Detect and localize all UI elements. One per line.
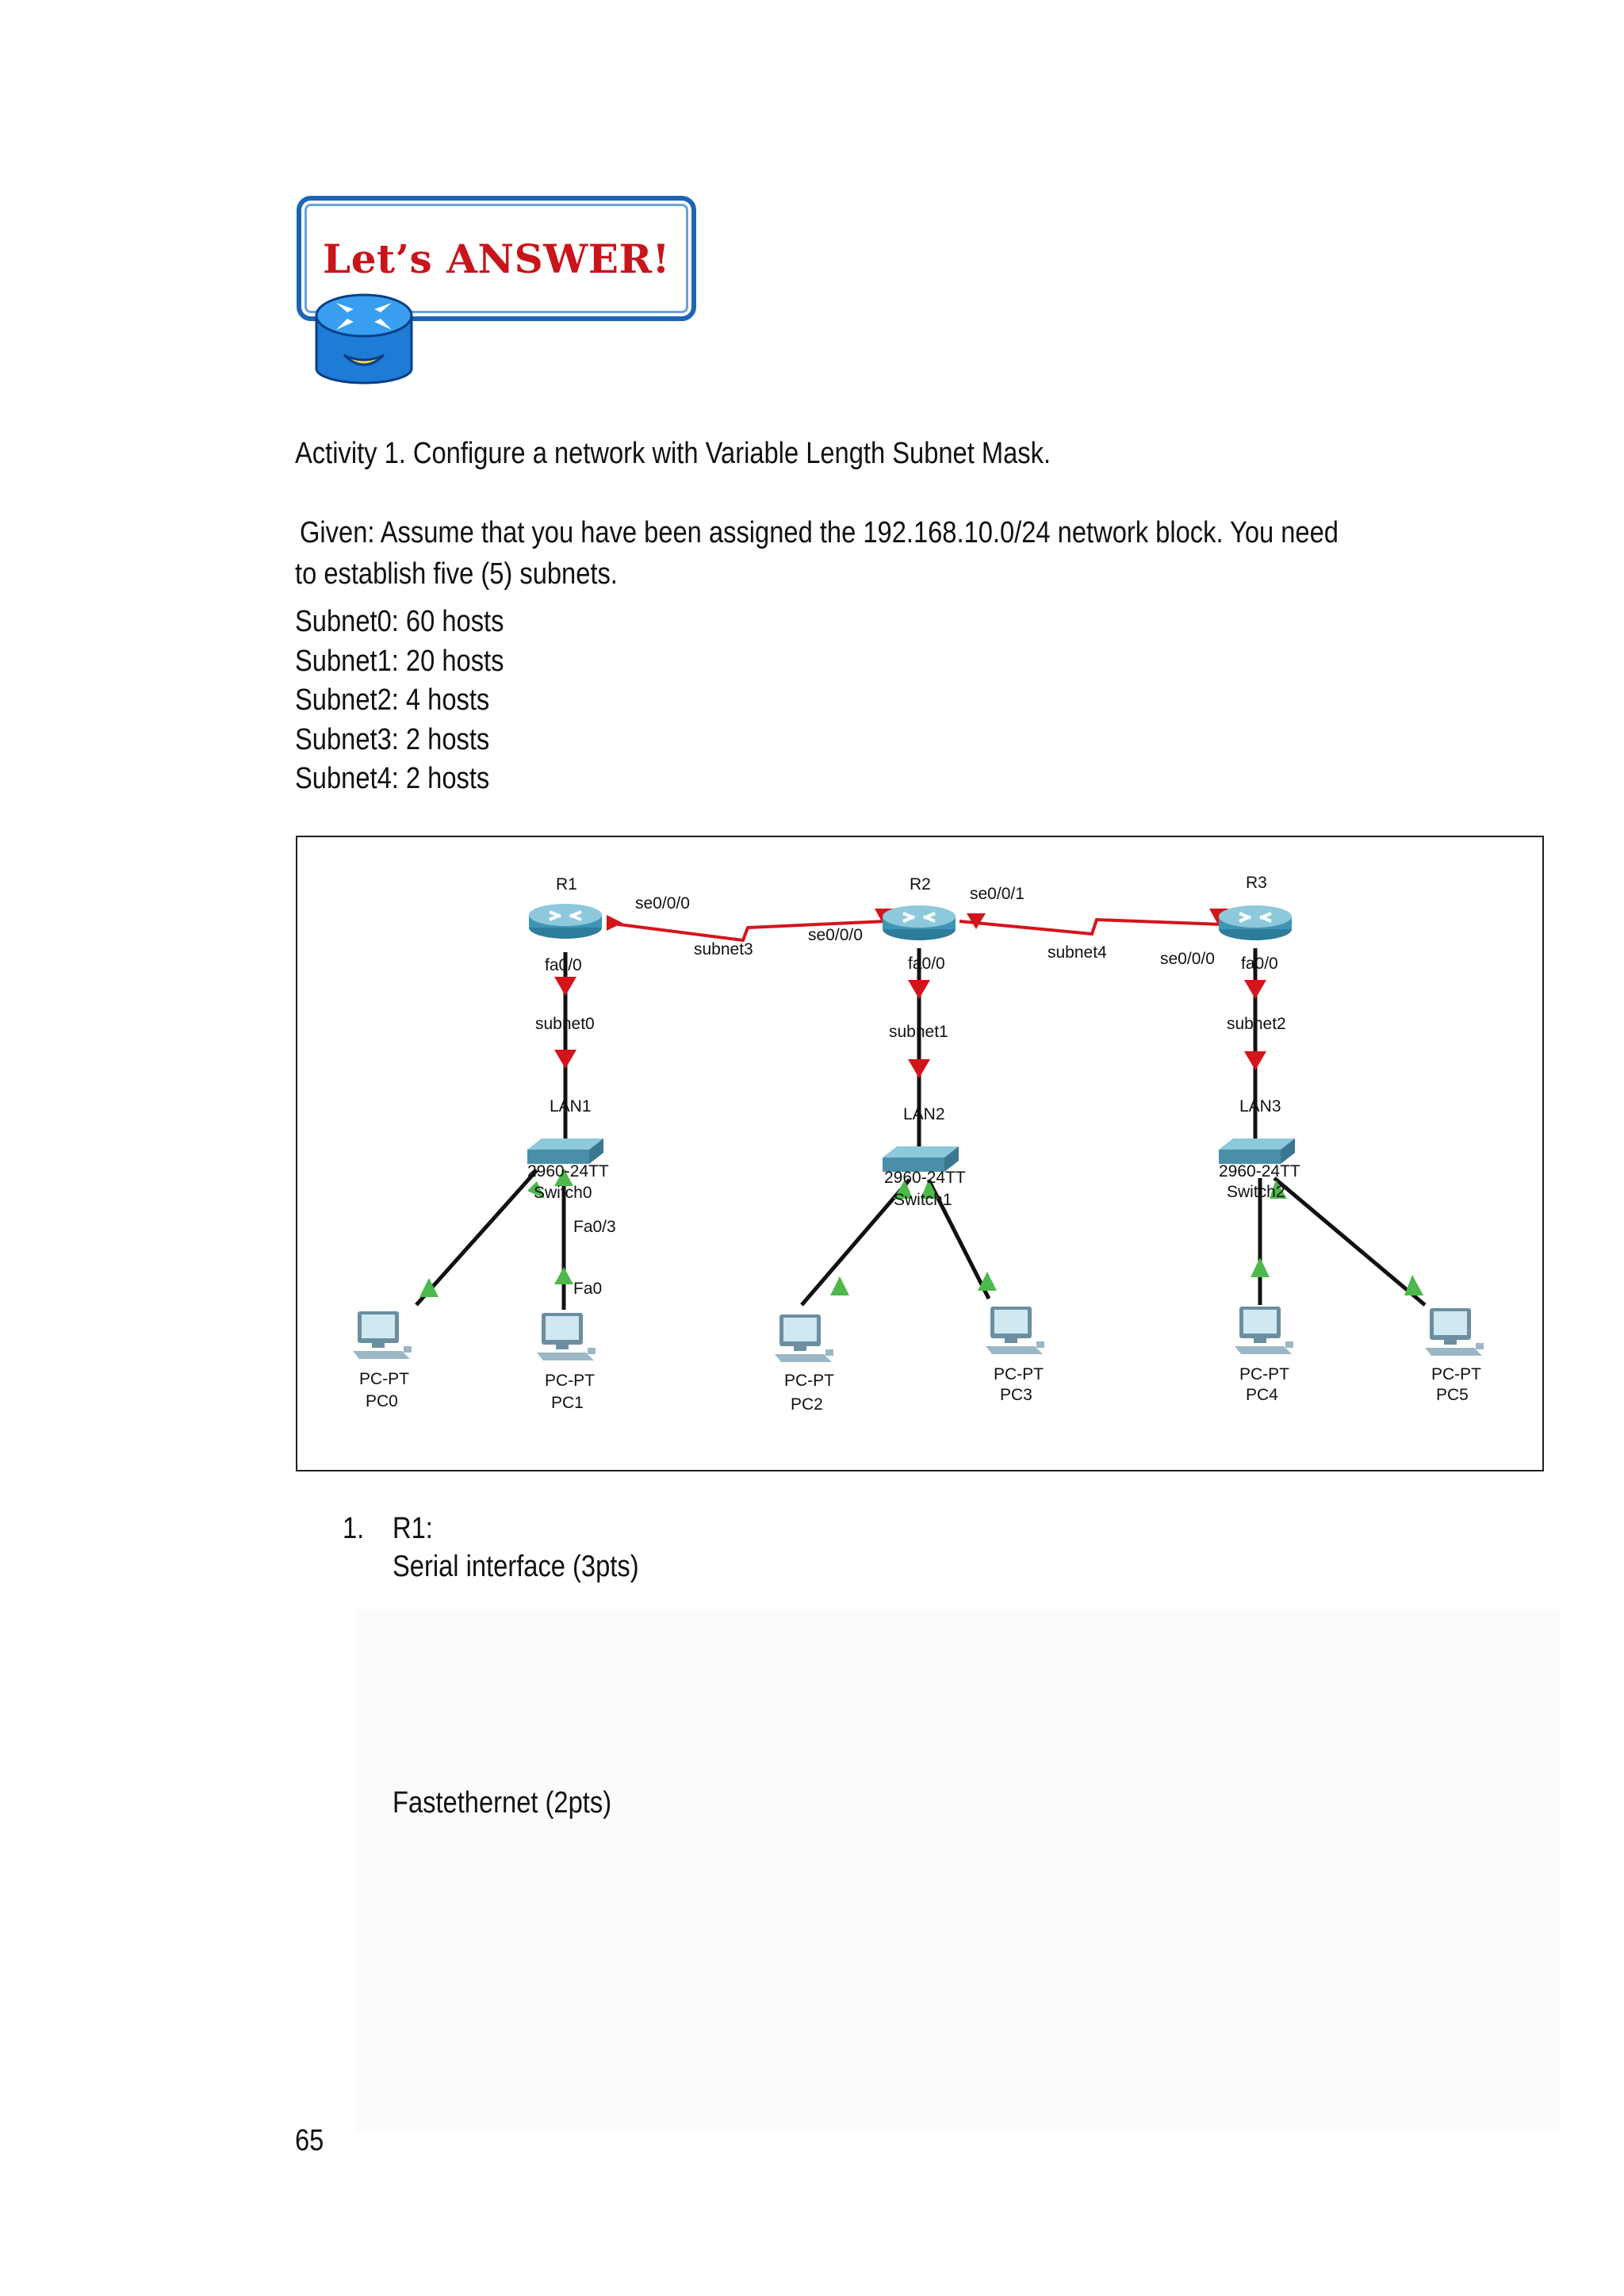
serial-link-r2-r3 xyxy=(959,917,1223,936)
pc-type-label: PC-PT xyxy=(1239,1365,1289,1383)
answer-space[interactable] xyxy=(355,1609,1561,2133)
pc-name-label: PC2 xyxy=(791,1395,823,1414)
pc-name-label: PC4 xyxy=(1246,1386,1278,1404)
pc-type-label: PC-PT xyxy=(1431,1365,1481,1383)
given-line-2: to establish five (5) subnets. xyxy=(295,557,618,591)
fa-label: fa0/0 xyxy=(908,955,945,973)
lan-subnet-label: subnet1 xyxy=(889,1023,948,1041)
question-fastethernet: Fastethernet (2pts) xyxy=(393,1786,612,1820)
topology-svg: R1 R2 R3 se0/0/0 se0/0/0 se0/0/1 se0/0/0… xyxy=(353,874,1484,1414)
subnet-item: Subnet3: 2 hosts xyxy=(295,722,490,756)
pc-name-label: PC3 xyxy=(1000,1386,1032,1404)
lan-subnet-label: subnet2 xyxy=(1227,1015,1286,1033)
port-label: Fa0/3 xyxy=(573,1218,616,1236)
subnet-item: Subnet1: 20 hosts xyxy=(295,644,504,678)
question-serial-interface: Serial interface (3pts) xyxy=(393,1550,639,1583)
question-number: 1. xyxy=(343,1512,365,1545)
port-label: Fa0 xyxy=(573,1280,602,1298)
pc-name-label: PC5 xyxy=(1436,1386,1469,1404)
switch-model-label: 2960-24TT xyxy=(1219,1162,1300,1181)
pc-type-label: PC-PT xyxy=(784,1372,834,1390)
serial-label: se0/0/0 xyxy=(808,926,863,944)
subnet-item: Subnet2: 4 hosts xyxy=(295,683,490,717)
serial-label: se0/0/0 xyxy=(1160,950,1215,968)
pc-type-label: PC-PT xyxy=(545,1372,595,1390)
lan-subnet-label: subnet0 xyxy=(535,1015,595,1033)
router-label: R2 xyxy=(910,875,931,894)
question-router: R1: xyxy=(393,1512,433,1545)
subnet-item: Subnet0: 60 hosts xyxy=(295,605,504,638)
pc-type-label: PC-PT xyxy=(994,1365,1044,1383)
subnet-item: Subnet4: 2 hosts xyxy=(295,762,490,795)
fa-label: fa0/0 xyxy=(545,956,582,974)
lan-label: LAN2 xyxy=(903,1105,945,1123)
serial-link-r1-r2 xyxy=(606,920,887,943)
pc5-icon xyxy=(1425,1308,1484,1356)
subnet-requirements-list: Subnet0: 60 hosts Subnet1: 20 hosts Subn… xyxy=(295,603,538,799)
switch2-icon xyxy=(1219,1138,1295,1164)
router-r3-icon xyxy=(1217,904,1293,942)
pc-name-label: PC1 xyxy=(551,1394,584,1412)
serial-label: se0/0/0 xyxy=(635,894,690,913)
fa-label: fa0/0 xyxy=(1241,955,1278,973)
given-line-1: Given: Assume that you have been assigne… xyxy=(300,516,1339,549)
switch-model-label: 2960-24TT xyxy=(527,1162,609,1181)
router-r2-icon xyxy=(881,904,957,942)
lan-label: LAN3 xyxy=(1239,1097,1281,1115)
switch-name-label: Switch1 xyxy=(894,1191,952,1209)
pc1-icon xyxy=(537,1313,596,1360)
switch-name-label: Switch0 xyxy=(534,1184,592,1202)
page-number: 65 xyxy=(295,2124,324,2157)
pc-type-label: PC-PT xyxy=(359,1370,409,1388)
router-label: R1 xyxy=(556,875,577,894)
pc0-icon xyxy=(353,1311,412,1359)
pc3-icon xyxy=(986,1307,1044,1354)
router-r1-icon xyxy=(527,902,603,940)
switch0-icon xyxy=(527,1138,603,1164)
network-topology-diagram: R1 R2 R3 se0/0/0 se0/0/0 se0/0/1 se0/0/0… xyxy=(296,836,1544,1471)
activity-title: Activity 1. Configure a network with Var… xyxy=(295,437,1051,470)
lan-label: LAN1 xyxy=(550,1097,592,1115)
serial-label: se0/0/1 xyxy=(970,885,1025,903)
banner-title: Let’s ANSWER! xyxy=(323,235,670,282)
pc4-icon xyxy=(1235,1307,1293,1354)
pc2-icon xyxy=(775,1314,833,1362)
router-label: R3 xyxy=(1246,874,1267,892)
pc-name-label: PC0 xyxy=(366,1392,398,1410)
switch-name-label: Switch2 xyxy=(1227,1183,1285,1201)
wan-subnet-label: subnet4 xyxy=(1048,943,1107,962)
switch-model-label: 2960-24TT xyxy=(884,1169,966,1187)
router-mascot-icon xyxy=(315,293,413,385)
wan-subnet-label: subnet3 xyxy=(694,940,753,959)
